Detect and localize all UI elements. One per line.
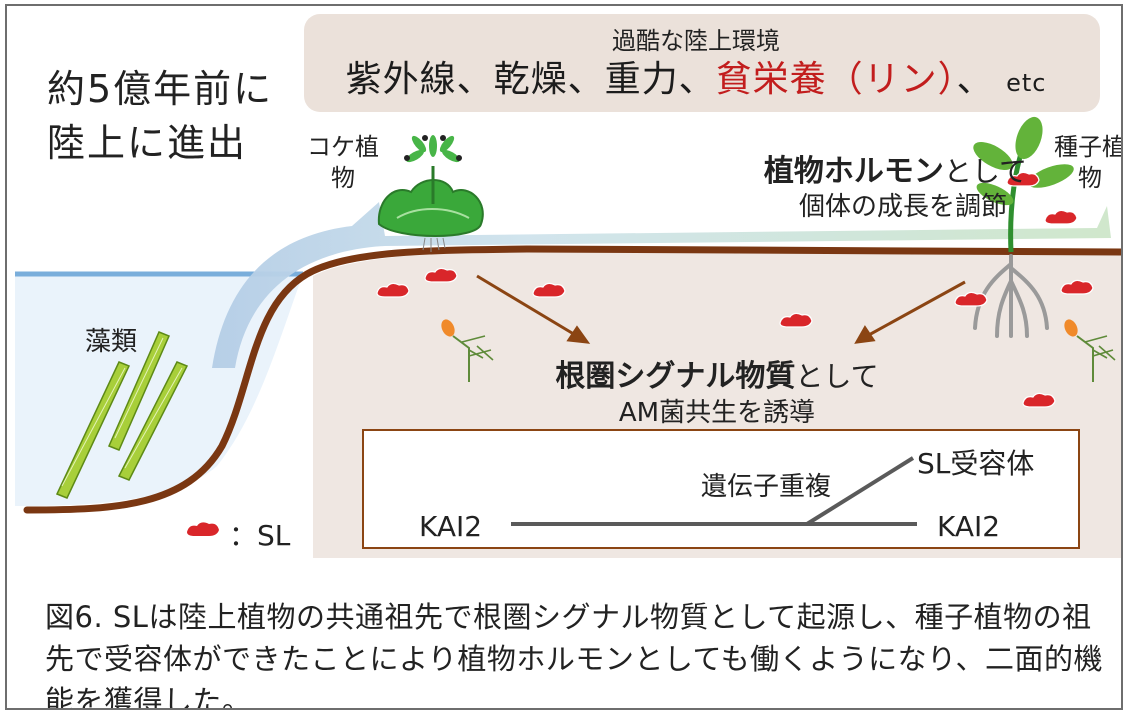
phosphorus-starvation: 貧栄養（リン） — [715, 59, 957, 100]
stress-separator: 、 — [956, 59, 994, 100]
caption-area — [15, 578, 1117, 704]
rhizosphere-role-line2: AM菌共生を誘導 — [618, 398, 816, 428]
hormone-role-line2: 個体の成長を調節 — [798, 192, 1007, 222]
evolution-path — [212, 202, 1111, 368]
stress-etc: etc — [1006, 69, 1047, 97]
sl-receptor-label: SL受容体 — [917, 447, 1035, 480]
hormone-role-bold: 植物ホルモン — [763, 154, 944, 189]
sl-flow-arrows — [476, 274, 966, 344]
legend-sl-label: ：SL — [229, 519, 291, 552]
hormone-role-line1: 植物ホルモンとして — [607, 146, 1027, 190]
receptor-branch-line — [805, 456, 915, 526]
figure-frame: 過酷な陸上環境 紫外線、乾燥、重力、貧栄養（リン）、 etc 約5億年前に 陸上… — [5, 4, 1123, 710]
environment-banner — [304, 14, 1100, 112]
kai2-evolution-box — [362, 429, 1080, 549]
scene-illustration — [15, 14, 1121, 704]
water-region — [15, 274, 303, 506]
sl-molecules — [376, 171, 1094, 408]
moss-plant-illustration — [377, 135, 484, 252]
seed-plant-illustration — [973, 116, 1074, 338]
rhizosphere-role-rest: として — [795, 360, 879, 393]
algae-texture — [61, 337, 183, 487]
ground-line — [23, 245, 1121, 514]
algae-strands — [55, 331, 189, 499]
rhizosphere-role-bold: 根圏シグナル物質 — [555, 359, 796, 394]
environment-title: 過酷な陸上環境 — [612, 27, 780, 55]
landing-text-line1: 約5億年前に — [47, 67, 274, 111]
am-fungus-left — [441, 319, 494, 382]
figure-caption: 図6. SLは陸上植物の共通祖先で根圏シグナル物質として起源し、種子植物の祖先で… — [45, 600, 1103, 710]
hormone-role-rest: として — [943, 155, 1027, 188]
kai2-descendant-label: KAI2 — [937, 510, 1001, 543]
seed-plant-label: 種子植物 — [1054, 133, 1123, 192]
rhizosphere-role-line1: 根圏シグナル物質として — [507, 351, 927, 395]
landing-text-line2: 陸上に進出 — [47, 121, 248, 165]
stress-items: 紫外線、乾燥、重力、 — [345, 59, 716, 100]
kai2-ancestral-label: KAI2 — [419, 510, 483, 543]
algae-label: 藻類 — [85, 327, 138, 357]
gene-duplication-label: 遺伝子重複 — [701, 472, 832, 502]
legend-sl-icon — [187, 522, 219, 536]
environment-stress-list: 紫外線、乾燥、重力、貧栄養（リン）、 etc — [307, 50, 1085, 102]
moss-plant-label: コケ植物 — [307, 133, 379, 192]
am-fungus-right — [1064, 319, 1116, 382]
